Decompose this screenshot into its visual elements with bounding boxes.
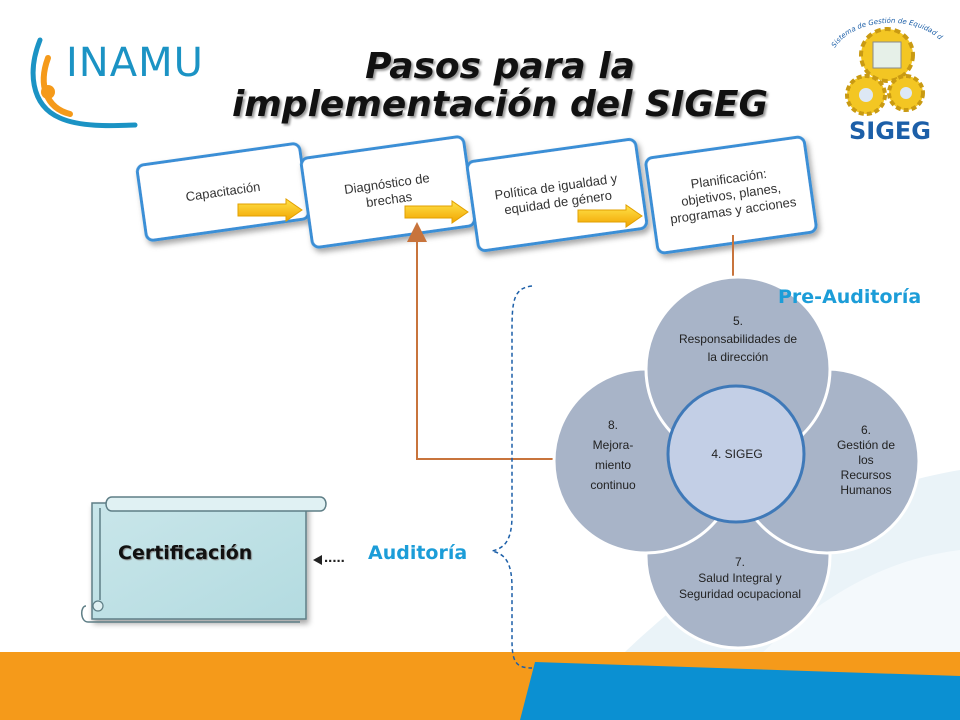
connector-cycle-to-diagnostico <box>407 222 562 460</box>
audit-pointer-arrow <box>313 555 322 565</box>
certification-scroll <box>81 496 327 623</box>
inamu-logo-text: INAMU <box>66 40 204 86</box>
petal-top-label: 5. Responsabilidades de la dirección <box>679 314 797 364</box>
label-line: continuo <box>590 478 636 492</box>
label-line: brechas <box>365 189 413 210</box>
label-line: Responsabilidades de <box>679 332 797 346</box>
certification-label: Certificación <box>118 542 253 564</box>
sigeg-seal-text: SIGEG <box>849 117 932 145</box>
label-line: Salud Integral y <box>698 571 781 585</box>
label-line: Mejora- <box>593 438 634 452</box>
petal-left-label: 8. Mejora-miento continuo <box>590 418 636 492</box>
sigeg-cycle: 4. SIGEG 5. Responsabilidades de la direcc… <box>552 275 921 650</box>
label-line: Gestión de <box>837 438 895 452</box>
yellow-arrow-2 <box>404 200 469 224</box>
label-line: Humanos <box>840 483 891 497</box>
page-title: Pasos para la implementación del SIGEG <box>150 48 850 124</box>
step-diagnostico: Diagnóstico debrechas <box>299 135 477 249</box>
step-planificacion: Planificación:objetivos, planes,programa… <box>644 135 818 255</box>
label-line: Recursos <box>841 468 892 482</box>
label-line: Seguridad ocupacional <box>679 587 801 601</box>
yellow-arrow-3 <box>577 204 643 228</box>
inamu-logo <box>30 37 138 129</box>
blue-band <box>520 662 960 720</box>
petal-bottom-label: 7. Salud Integral y Seguridad ocupacional <box>679 555 801 601</box>
cycle-center-label: 4. SIGEG <box>711 447 762 461</box>
audit-brace <box>491 285 533 669</box>
step-politica: Política de igualdad yequidad de género <box>465 138 649 252</box>
title-line-1: Pasos para la <box>365 46 635 87</box>
label-line: los <box>858 453 873 467</box>
audit-dots: ..... <box>324 549 345 566</box>
pre-audit-label: Pre-Auditoría <box>778 286 922 308</box>
label-line: 8. <box>608 418 618 432</box>
audit-label: Auditoría <box>368 542 468 564</box>
title-line-2: implementación del SIGEG <box>231 84 769 125</box>
step-capacitacion: Capacitación <box>135 142 311 242</box>
label-line: la dirección <box>708 350 769 364</box>
label-line: 6. <box>861 423 871 437</box>
cycle-center <box>666 384 806 524</box>
label-line: miento <box>595 458 631 472</box>
label-line: 5. <box>733 314 743 328</box>
label-line: 7. <box>735 555 745 569</box>
yellow-arrow-1 <box>237 198 303 222</box>
